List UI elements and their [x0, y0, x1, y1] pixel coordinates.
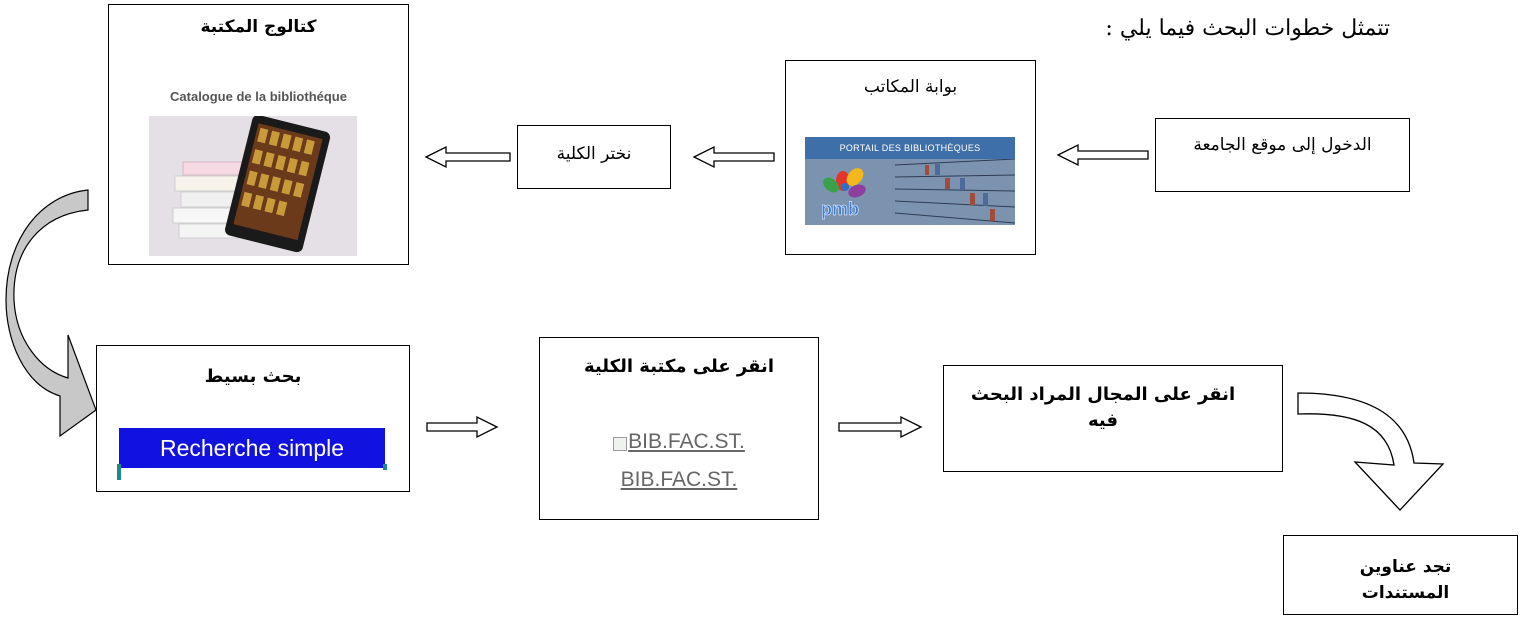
bookshelf-illustration — [805, 159, 1015, 225]
pmb-logo-text: pmb — [821, 199, 860, 220]
step-label: تجد عناوين المستندات — [1359, 557, 1452, 603]
curved-arrow-field-to-titles — [1297, 392, 1445, 511]
step-label: انقر على مكتبة الكلية — [584, 356, 774, 377]
step-choose-faculty: نختر الكلية — [517, 125, 671, 189]
portal-banner-title: PORTAIL DES BIBLIOTHÈQUES — [805, 137, 1015, 159]
teal-corner-mark — [117, 464, 121, 480]
tablet-icon — [225, 116, 331, 253]
curved-arrow-catalog-to-search — [5, 189, 97, 438]
catalog-caption: Catalogue de la bibliothéque — [170, 89, 347, 104]
step-simple-search: بحث بسيط Recherche simple — [96, 345, 410, 492]
broken-image-icon — [613, 436, 628, 451]
step-library-catalog: كتالوج المكتبة Catalogue de la bibliothé… — [108, 4, 409, 265]
step-university-site: الدخول إلى موقع الجامعة — [1155, 118, 1410, 192]
step-label: الدخول إلى موقع الجامعة — [1193, 135, 1372, 155]
portal-banner-image: PORTAIL DES BIBLIOTHÈQUES pmb — [805, 137, 1015, 225]
tablet-books-image — [149, 116, 357, 256]
arrow-portal-to-faculty — [692, 145, 775, 169]
arrow-search-to-library — [426, 415, 499, 439]
arrow-site-to-portal — [1056, 143, 1149, 167]
arrow-faculty-to-catalog — [424, 145, 511, 169]
step-find-titles: تجد عناوين المستندات — [1283, 535, 1518, 615]
step-label: بحث بسيط — [204, 366, 302, 387]
intro-text: تتمثل خطوات البحث فيما يلي : — [1105, 16, 1390, 41]
step-label: نختر الكلية — [556, 144, 632, 164]
faculty-image-alt[interactable]: BIB.FAC.ST. — [628, 430, 745, 453]
step-faculty-library: انقر على مكتبة الكلية BIB.FAC.ST. BIB.FA… — [539, 337, 819, 520]
arrow-library-to-field — [838, 415, 923, 439]
step-label: انقر على المجال المراد البحث فيه — [970, 384, 1236, 431]
step-search-field: انقر على المجال المراد البحث فيه — [943, 365, 1283, 472]
teal-corner-mark — [383, 464, 387, 470]
step-label: كتالوج المكتبة — [200, 17, 317, 37]
step-label: بوابة المكاتب — [863, 77, 958, 97]
pmb-logo-icon — [823, 168, 866, 198]
recherche-simple-button[interactable]: Recherche simple — [119, 428, 385, 468]
step-library-portal: بوابة المكاتب PORTAIL DES BIBLIOTHÈQUES … — [785, 60, 1036, 255]
faculty-link[interactable]: BIB.FAC.ST. — [620, 468, 738, 491]
